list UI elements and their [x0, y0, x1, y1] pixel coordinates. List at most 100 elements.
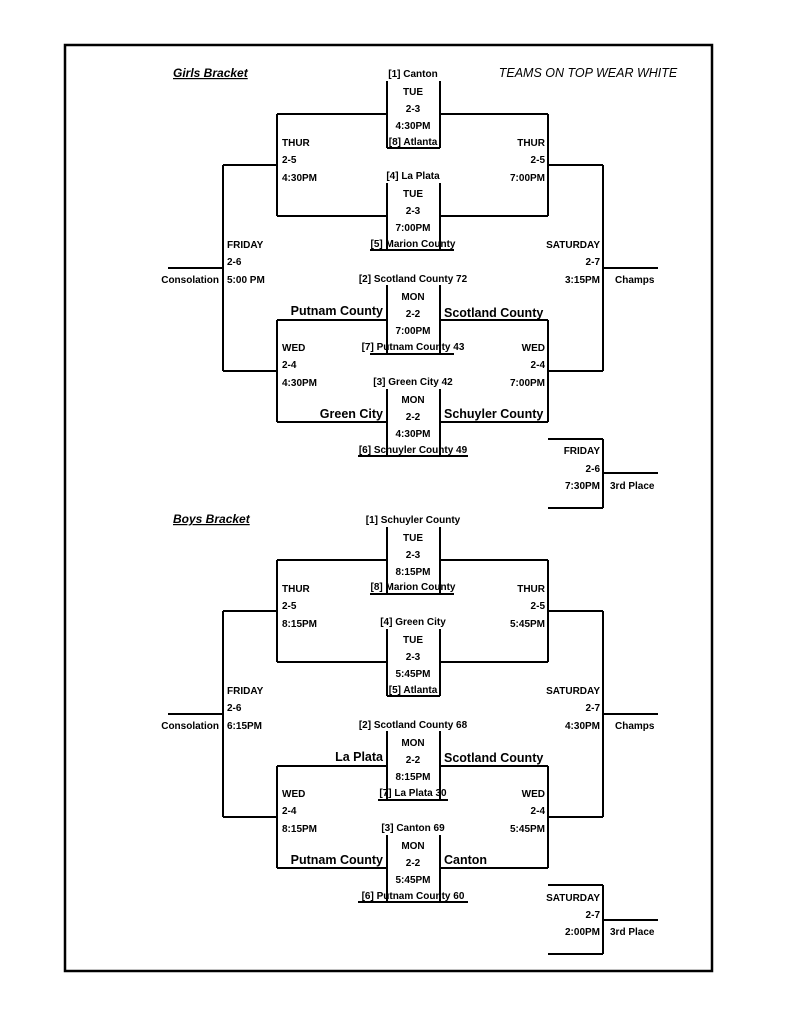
boys-q2-time: 5:45PM: [395, 669, 430, 680]
boys-q1-day: TUE: [403, 533, 423, 544]
boys-q4-top-team: [3] Canton 69: [381, 823, 445, 834]
boys-semi-left-top-date: 2-5: [282, 601, 297, 612]
girls-q4-time: 4:30PM: [395, 429, 430, 440]
girls-q4-date: 2-2: [406, 412, 421, 423]
boys-semi-right-top-date: 2-5: [531, 601, 546, 612]
girls-semi-left-top-time: 4:30PM: [282, 173, 317, 184]
boys-q3-winner-left: La Plata: [335, 750, 384, 764]
boys-q1-bottom-team: [8] Marion County: [371, 582, 456, 593]
girls-final-day: SATURDAY: [546, 240, 600, 251]
boys-q4-time: 5:45PM: [395, 875, 430, 886]
boys-q1-time: 8:15PM: [395, 567, 430, 578]
girls-consolation-label: Consolation: [161, 275, 219, 286]
boys-consolation-day: FRIDAY: [227, 686, 264, 697]
boys-semi-right-top-time: 5:45PM: [510, 619, 545, 630]
jersey-note: TEAMS ON TOP WEAR WHITE: [499, 66, 678, 80]
girls-semi-right-top-time: 7:00PM: [510, 173, 545, 184]
girls-q4-day: MON: [401, 395, 424, 406]
girls-bracket-title: Girls Bracket: [173, 66, 249, 80]
girls-q2-date: 2-3: [406, 206, 421, 217]
boys-q2-bottom-team: [5] Atlanta: [389, 685, 438, 696]
boys-third-place-day: SATURDAY: [546, 893, 600, 904]
girls-final-time: 3:15PM: [565, 275, 600, 286]
boys-q2-top-team: [4] Green City: [380, 617, 446, 628]
boys-semi-right-bottom-day: WED: [522, 789, 545, 800]
girls-q3-top-team: [2] Scotland County 72: [359, 274, 468, 285]
boys-third-place-date: 2-7: [586, 910, 601, 921]
boys-bracket-lines: [168, 527, 658, 955]
girls-semi-left-top-day: THUR: [282, 138, 311, 149]
girls-semi-left-top-date: 2-5: [282, 155, 297, 166]
boys-semi-left-bottom-day: WED: [282, 789, 305, 800]
girls-q1-date: 2-3: [406, 104, 421, 115]
boys-final-time: 4:30PM: [565, 721, 600, 732]
boys-q2-date: 2-3: [406, 652, 421, 663]
girls-q3-time: 7:00PM: [395, 326, 430, 337]
boys-bracket-title: Boys Bracket: [173, 512, 251, 526]
boys-third-place-label: 3rd Place: [610, 927, 655, 938]
boys-bracket: Boys Bracket: [161, 512, 658, 955]
boys-q3-bottom-team: [7] La Plata 30: [379, 788, 447, 799]
girls-semi-left-bottom-time: 4:30PM: [282, 378, 317, 389]
girls-third-place-label: 3rd Place: [610, 481, 655, 492]
girls-q4-top-team: [3] Green City 42: [373, 377, 453, 388]
girls-q4-bottom-team: [6] Schuyler County 49: [359, 445, 468, 456]
girls-q2-bottom-team: [5] Marion County: [371, 239, 456, 250]
boys-semi-left-top-day: THUR: [282, 584, 311, 595]
girls-semi-right-bottom-day: WED: [522, 343, 545, 354]
girls-semi-left-bottom-day: WED: [282, 343, 305, 354]
boys-q4-date: 2-2: [406, 858, 421, 869]
girls-consolation-date: 2-6: [227, 257, 242, 268]
boys-q3-date: 2-2: [406, 755, 421, 766]
girls-bracket-lines: [168, 81, 658, 509]
boys-consolation-time: 6:15PM: [227, 721, 262, 732]
girls-semi-left-bottom-date: 2-4: [282, 360, 297, 371]
girls-consolation-day: FRIDAY: [227, 240, 264, 251]
boys-q1-date: 2-3: [406, 550, 421, 561]
boys-consolation-label: Consolation: [161, 721, 219, 732]
girls-q1-top-team: [1] Canton: [388, 69, 437, 80]
girls-bracket: Girls Bracket: [161, 66, 658, 509]
boys-q4-bottom-team: [6] Putnam County 60: [362, 891, 465, 902]
girls-semi-right-top-date: 2-5: [531, 155, 546, 166]
girls-semi-right-bottom-date: 2-4: [531, 360, 546, 371]
boys-q3-day: MON: [401, 738, 424, 749]
boys-final-day: SATURDAY: [546, 686, 600, 697]
boys-semi-right-bottom-time: 5:45PM: [510, 824, 545, 835]
boys-q2-day: TUE: [403, 635, 423, 646]
boys-semi-right-top-day: THUR: [517, 584, 546, 595]
boys-champs-label: Champs: [615, 721, 655, 732]
girls-semi-right-bottom-time: 7:00PM: [510, 378, 545, 389]
girls-q4-winner-left: Green City: [320, 407, 383, 421]
girls-consolation-time: 5:00 PM: [227, 275, 265, 286]
girls-third-place-date: 2-6: [586, 464, 601, 475]
boys-q1-top-team: [1] Schuyler County: [366, 515, 461, 526]
girls-q1-bottom-team: [8] Atlanta: [389, 137, 438, 148]
boys-final-date: 2-7: [586, 703, 601, 714]
girls-semi-right-top-day: THUR: [517, 138, 546, 149]
boys-semi-left-bottom-time: 8:15PM: [282, 824, 317, 835]
boys-semi-right-bottom-date: 2-4: [531, 806, 546, 817]
boys-q3-top-team: [2] Scotland County 68: [359, 720, 468, 731]
girls-third-place-time: 7:30PM: [565, 481, 600, 492]
girls-q3-date: 2-2: [406, 309, 421, 320]
girls-q3-bottom-team: [7] Putnam County 43: [362, 342, 465, 353]
girls-q3-day: MON: [401, 292, 424, 303]
page-border: [63, 43, 714, 973]
boys-q3-winner-right: Scotland County: [444, 751, 543, 765]
girls-q2-day: TUE: [403, 189, 423, 200]
boys-q4-winner-right: Canton: [444, 853, 487, 867]
girls-final-date: 2-7: [586, 257, 601, 268]
girls-q3-winner-left: Putnam County: [291, 304, 383, 318]
boys-semi-left-bottom-date: 2-4: [282, 806, 297, 817]
girls-q1-time: 4:30PM: [395, 121, 430, 132]
girls-q2-time: 7:00PM: [395, 223, 430, 234]
boys-q4-winner-left: Putnam County: [291, 853, 383, 867]
boys-q3-time: 8:15PM: [395, 772, 430, 783]
girls-q1-day: TUE: [403, 87, 423, 98]
girls-q4-winner-right: Schuyler County: [444, 407, 543, 421]
boys-q4-day: MON: [401, 841, 424, 852]
boys-consolation-date: 2-6: [227, 703, 242, 714]
girls-q3-winner-right: Scotland County: [444, 306, 543, 320]
